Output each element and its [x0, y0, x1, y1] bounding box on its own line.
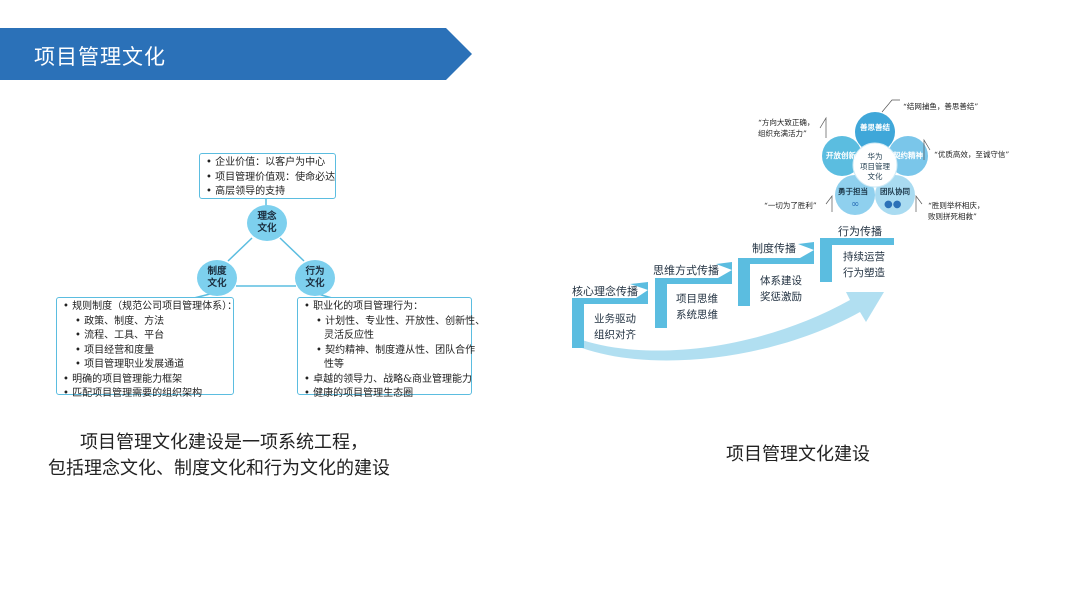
header-banner — [0, 28, 472, 80]
center-line: 文化 — [867, 172, 883, 181]
quote-line: “胜则举杯相庆， — [928, 201, 985, 210]
page-title: 项目管理文化 — [34, 45, 166, 69]
step-label-system: 制度传播 — [752, 242, 796, 255]
step-body-thinking: 项目思维 系统思维 — [676, 291, 718, 323]
circle-system-culture: 制度文化 — [197, 260, 237, 296]
petal-label: 开放创新 — [826, 151, 856, 160]
culture-flower-icon — [822, 112, 928, 215]
quote-5: “胜则举杯相庆， 败则拼死相救” — [928, 200, 984, 222]
circle-label: 制度 — [207, 266, 227, 277]
system-item: • 规则制度（规范公司项目管理体系）： — [63, 301, 238, 312]
behavior-item: • 计划性、专业性、开放性、创新性、 — [316, 315, 486, 327]
quote-4: “一切为了胜利” — [764, 201, 817, 210]
petal-label: 勇于担当 — [838, 187, 868, 196]
handshake-icon: ∞ — [851, 199, 860, 210]
petal-label: 团队协同 — [880, 187, 910, 196]
behavior-item: • 健康的项目管理生态圈 — [304, 388, 414, 399]
step-body-line: 奖惩激励 — [760, 291, 802, 303]
system-item: • 明确的项目管理能力框架 — [63, 373, 183, 385]
concept-culture-box: • 企业价值：以客户为中心 • 项目管理价值观：使命必达 • 高层领导的支持 — [199, 153, 336, 199]
behavior-item: 性等 — [324, 359, 344, 370]
quote-3: “优质高效，至诚守信” — [934, 150, 1010, 159]
step-body-line: 组织对齐 — [594, 329, 636, 341]
left-caption-line2: 包括理念文化、制度文化和行为文化的建设 — [48, 458, 390, 479]
concept-item: • 项目管理价值观：使命必达 — [206, 171, 336, 183]
step-body-system: 体系建设 奖惩激励 — [760, 273, 802, 305]
quote-line: 组织充满活力” — [758, 129, 807, 138]
petal-label: 契约精神 — [893, 151, 923, 160]
step-body-line: 行为塑造 — [843, 267, 885, 279]
quote-1: “结网捕鱼，善思善结” — [903, 102, 979, 111]
circle-label: 文化 — [257, 223, 277, 234]
step-body-line: 业务驱动 — [594, 313, 636, 325]
system-culture-box: • 规则制度（规范公司项目管理体系）： • 政策、制度、方法 • 流程、工具、平… — [56, 297, 238, 399]
circle-behavior-culture: 行为文化 — [295, 260, 335, 296]
behavior-item: • 契约精神、制度遵从性、团队合作 — [316, 344, 476, 356]
concept-item: • 企业价值：以客户为中心 — [206, 157, 326, 168]
step-label-behavior: 行为传播 — [838, 225, 882, 238]
system-item: • 流程、工具、平台 — [75, 330, 165, 341]
system-item: • 项目管理职业发展通道 — [75, 359, 185, 370]
behavior-item: • 职业化的项目管理行为： — [304, 301, 424, 312]
step-label-thinking: 思维方式传播 — [653, 264, 719, 277]
system-item: • 项目经营和度量 — [75, 344, 155, 356]
quote-line: “方向大致正确， — [758, 118, 815, 127]
flower-center-label: 华为 项目管理 文化 — [855, 152, 895, 182]
step-body-line: 体系建设 — [760, 275, 802, 287]
team-icon: ●● — [884, 199, 902, 210]
step-body-line: 持续运营 — [843, 251, 885, 263]
step-body-behavior: 持续运营 行为塑造 — [843, 249, 885, 281]
left-caption-line1: 项目管理文化建设是一项系统工程， — [80, 432, 368, 453]
behavior-culture-box: • 职业化的项目管理行为： • 计划性、专业性、开放性、创新性、 灵活反应性 •… — [297, 297, 486, 399]
quote-2: “方向大致正确， 组织充满活力” — [758, 117, 814, 139]
step-body-line: 系统思维 — [676, 309, 718, 321]
circle-label: 行为 — [305, 266, 325, 277]
center-line: 项目管理 — [860, 162, 890, 171]
circle-label: 理念 — [257, 211, 277, 222]
behavior-item: 灵活反应性 — [324, 330, 374, 341]
right-caption: 项目管理文化建设 — [726, 444, 870, 465]
step-body-core-concept: 业务驱动 组织对齐 — [594, 311, 636, 343]
system-item: • 匹配项目管理需要的组织架构 — [63, 388, 203, 399]
step-label-core-concept: 核心理念传播 — [572, 285, 638, 298]
circle-label: 文化 — [207, 278, 227, 289]
concept-item: • 高层领导的支持 — [206, 186, 286, 197]
behavior-item: • 卓越的领导力、战略&商业管理能力 — [304, 373, 472, 385]
petal-label: 善思善结 — [860, 123, 890, 132]
circle-concept-culture: 理念文化 — [247, 205, 287, 241]
step-body-line: 项目思维 — [676, 293, 718, 305]
circle-label: 文化 — [305, 278, 325, 289]
system-item: • 政策、制度、方法 — [75, 315, 165, 327]
quote-line: 败则拼死相救” — [928, 212, 977, 221]
center-line: 华为 — [867, 152, 883, 161]
